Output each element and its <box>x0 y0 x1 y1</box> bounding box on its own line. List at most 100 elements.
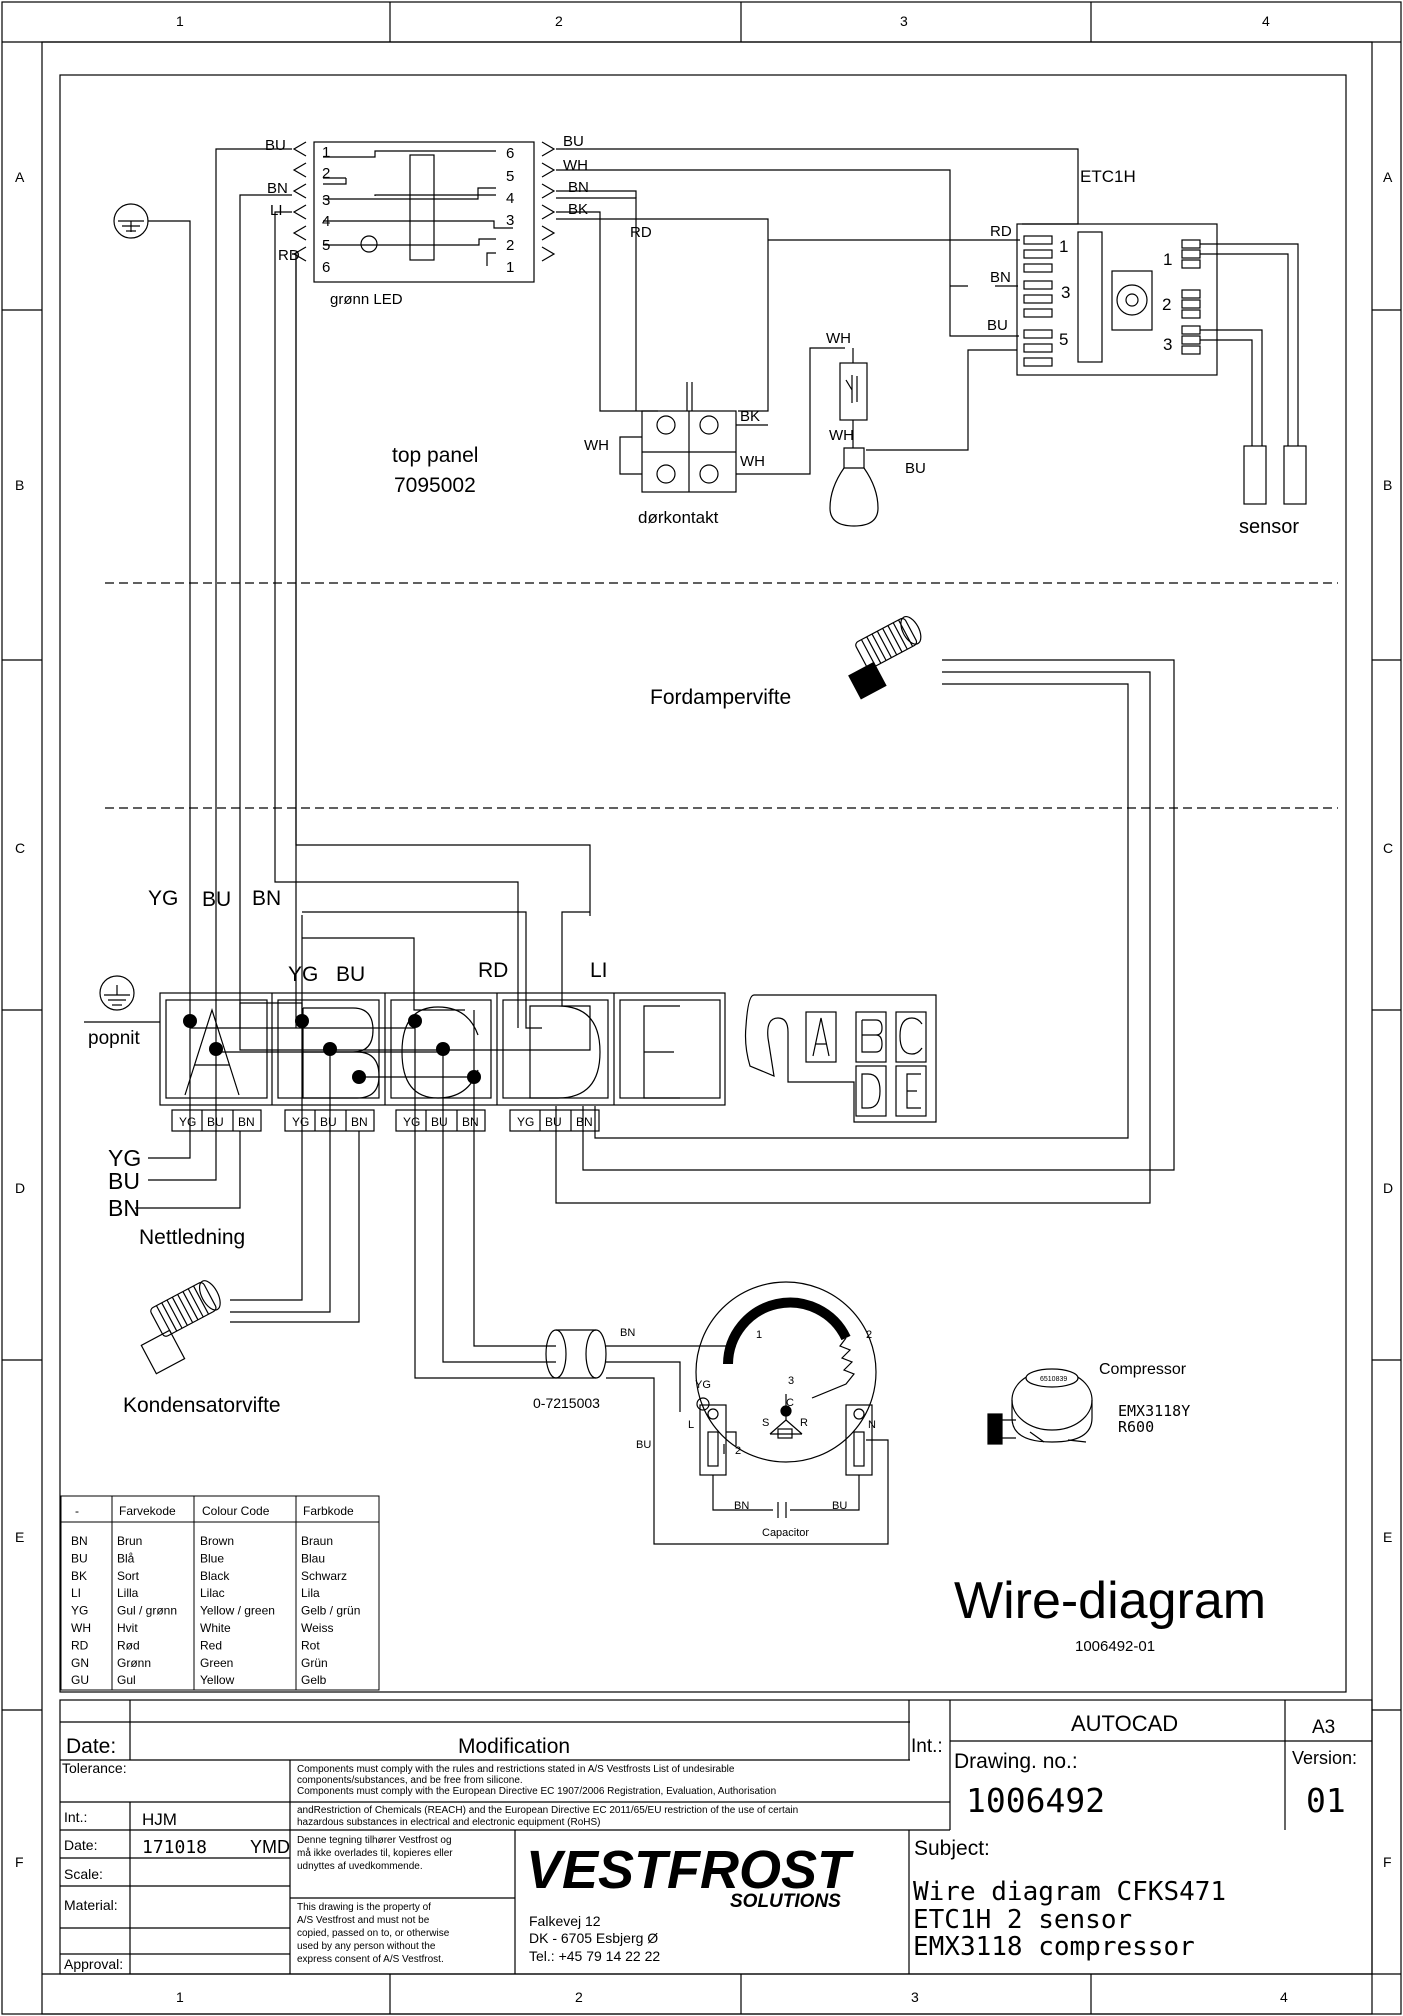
colour-table-cell: Grün <box>301 1656 328 1670</box>
wire-label-rd: RD <box>478 959 508 982</box>
wire-label-bu: BU <box>987 317 1008 334</box>
colour-table-cell: Gul <box>117 1673 136 1687</box>
relay-wire-label: BU <box>832 1500 847 1512</box>
wiring-bottom <box>135 1131 1093 1545</box>
svg-text:BN: BN <box>462 1115 479 1129</box>
top-panel-part: 7095002 <box>394 474 476 497</box>
tb-version-label: Version: <box>1292 1748 1357 1768</box>
relay-wire-label: BN <box>734 1500 749 1512</box>
tb-material-label: Material: <box>64 1897 118 1913</box>
colour-table-cell: Brun <box>117 1534 142 1548</box>
colour-table-cell: Gelb <box>301 1673 327 1687</box>
col-label: 2 <box>555 13 563 29</box>
wire-label-bu: BU <box>336 963 365 986</box>
vestfrost-logo-sub: SOLUTIONS <box>730 1891 841 1912</box>
mains-cable-label: Nettledning <box>139 1226 245 1249</box>
led-pin: 6 <box>322 259 330 276</box>
tb-address: DK - 6705 Esbjerg Ø <box>529 1930 658 1946</box>
wire-label-li: LI <box>590 959 608 982</box>
tb-drawing-no: 1006492 <box>966 1781 1105 1820</box>
row-label: F <box>15 1854 24 1870</box>
colour-table-cell: BK <box>71 1569 87 1583</box>
wire-label-bn: BN <box>267 180 288 197</box>
colour-table-cell: Yellow <box>200 1673 235 1687</box>
led-pin: 4 <box>506 190 514 207</box>
controller-pin: 1 <box>1059 237 1068 256</box>
evap-fan-label: Fordampervifte <box>650 686 791 709</box>
colour-table-frame <box>60 1495 380 1691</box>
colour-table-cell: Gelb / grün <box>301 1604 360 1618</box>
relay-wire-label: BN <box>620 1327 635 1339</box>
tb-drawing-no-label: Drawing. no.: <box>954 1750 1078 1773</box>
colour-table-header: Farvekode <box>119 1504 176 1518</box>
led-pin: 5 <box>506 168 514 185</box>
title-block-text: Date: Modification Int.: AUTOCAD A3 Draw… <box>62 1711 1357 1972</box>
tb-initials: HJM <box>142 1810 177 1829</box>
relay-pin: 2 <box>735 1445 741 1457</box>
tb-copy-notice: må ikke overlades til, kopieres eller <box>297 1847 453 1859</box>
row-label: C <box>1383 840 1393 856</box>
col-label: 3 <box>911 1989 919 2005</box>
row-label: E <box>15 1529 24 1545</box>
relay-pin: S <box>762 1417 769 1429</box>
colour-table-cell: LI <box>71 1586 81 1600</box>
col-label: 1 <box>176 13 184 29</box>
wire-label-wh: WH <box>563 157 588 174</box>
tb-address: Falkevej 12 <box>529 1913 601 1929</box>
controller-pin: 2 <box>1162 295 1171 314</box>
colour-table-cell: BN <box>71 1534 88 1548</box>
tb-autocad: AUTOCAD <box>1071 1711 1178 1736</box>
tb-date: 171018 <box>142 1837 207 1858</box>
tb-compliance: andRestriction of Chemicals (REACH) and … <box>297 1805 798 1816</box>
col-label: 2 <box>575 1989 583 2005</box>
row-label: B <box>15 477 24 493</box>
tb-compliance: hazardous substances in electrical and e… <box>297 1817 601 1828</box>
colour-table-cell: Sort <box>117 1569 140 1583</box>
tb-sheet-size: A3 <box>1312 1717 1335 1738</box>
condenser-fan-label: Kondensatorvifte <box>123 1394 281 1417</box>
colour-table-header: - <box>75 1504 79 1518</box>
led-pin: 3 <box>322 192 330 209</box>
mains-wire-label: BU <box>108 1168 140 1194</box>
row-label: A <box>1383 169 1393 185</box>
col-label: 3 <box>900 13 908 29</box>
wire-label-bn: BN <box>568 179 589 196</box>
relay-pin: R <box>800 1417 808 1429</box>
top-panel-labels: BU BN LI RD 1 2 3 4 5 6 6 5 4 3 2 1 grøn… <box>265 133 1299 538</box>
col-label: 4 <box>1262 13 1270 29</box>
wire-label-bu: BU <box>265 137 286 154</box>
led-pin: 2 <box>506 237 514 254</box>
svg-text:BN: BN <box>351 1115 368 1129</box>
tb-property-notice: used by any person without the <box>297 1941 436 1952</box>
sensor-label: sensor <box>1239 516 1299 538</box>
controller-label: ETC1H <box>1080 167 1136 186</box>
colour-table-cell: GN <box>71 1656 89 1670</box>
led-pin: 4 <box>322 213 330 230</box>
tb-tolerance-label: Tolerance: <box>62 1760 127 1776</box>
svg-text:BU: BU <box>431 1115 448 1129</box>
colour-table-cell: Lilac <box>200 1586 225 1600</box>
led-pin: 2 <box>322 165 330 182</box>
led-pin: 6 <box>506 145 514 162</box>
wire-label-wh: WH <box>584 437 609 454</box>
tb-copy-notice: udnyttes af uvedkommende. <box>297 1861 423 1872</box>
wire-label-bn: BN <box>252 887 281 910</box>
controller-pin: 1 <box>1163 250 1172 269</box>
bottom-labels: YG BU BN Nettledning Kondensatorvifte 0-… <box>108 1145 1190 1539</box>
diagram-number: 1006492-01 <box>1075 1638 1155 1655</box>
tb-modification-header: Modification <box>458 1735 570 1758</box>
tb-int-label: Int.: <box>64 1809 87 1825</box>
mains-wire-label: YG <box>108 1145 141 1171</box>
grid-labels: 1 2 3 4 1 2 3 4 A B C D E F A B C D E F <box>15 13 1393 2005</box>
tb-scale-label: Scale: <box>64 1866 103 1882</box>
ground-label: popnit <box>88 1028 140 1049</box>
mains-wire-label: BN <box>108 1195 140 1221</box>
colour-table-cell: Weiss <box>301 1621 333 1635</box>
tb-compliance: Components must comply with the European… <box>297 1786 776 1797</box>
tb-subject-line: ETC1H 2 sensor <box>913 1905 1132 1935</box>
colour-table-cell: Gul / grønn <box>117 1604 177 1618</box>
led-pin: 1 <box>322 144 330 161</box>
relay-wire-label: BU <box>636 1439 651 1451</box>
tb-property-notice: copied, passed on to, or otherwise <box>297 1928 450 1939</box>
